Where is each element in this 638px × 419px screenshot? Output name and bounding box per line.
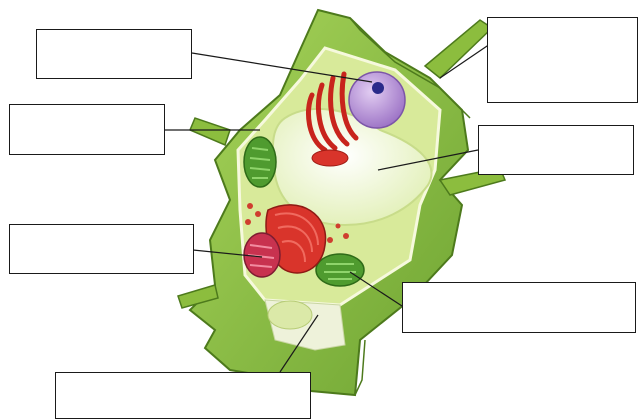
- label-box-middle-right[interactable]: [478, 125, 634, 175]
- label-box-lower-right[interactable]: [402, 282, 636, 333]
- mitochondrion: [244, 233, 280, 277]
- lower-vesicle: [268, 301, 312, 329]
- label-box-bottom[interactable]: [55, 372, 311, 419]
- label-box-middle-left[interactable]: [9, 104, 165, 155]
- label-box-lower-left[interactable]: [9, 224, 194, 274]
- label-box-top-left[interactable]: [36, 29, 192, 79]
- label-box-top-right[interactable]: [487, 17, 638, 103]
- nucleus: [349, 72, 405, 128]
- chloroplast-upper: [244, 137, 276, 187]
- chloroplast-lower: [316, 254, 364, 286]
- nucleolus: [372, 82, 384, 94]
